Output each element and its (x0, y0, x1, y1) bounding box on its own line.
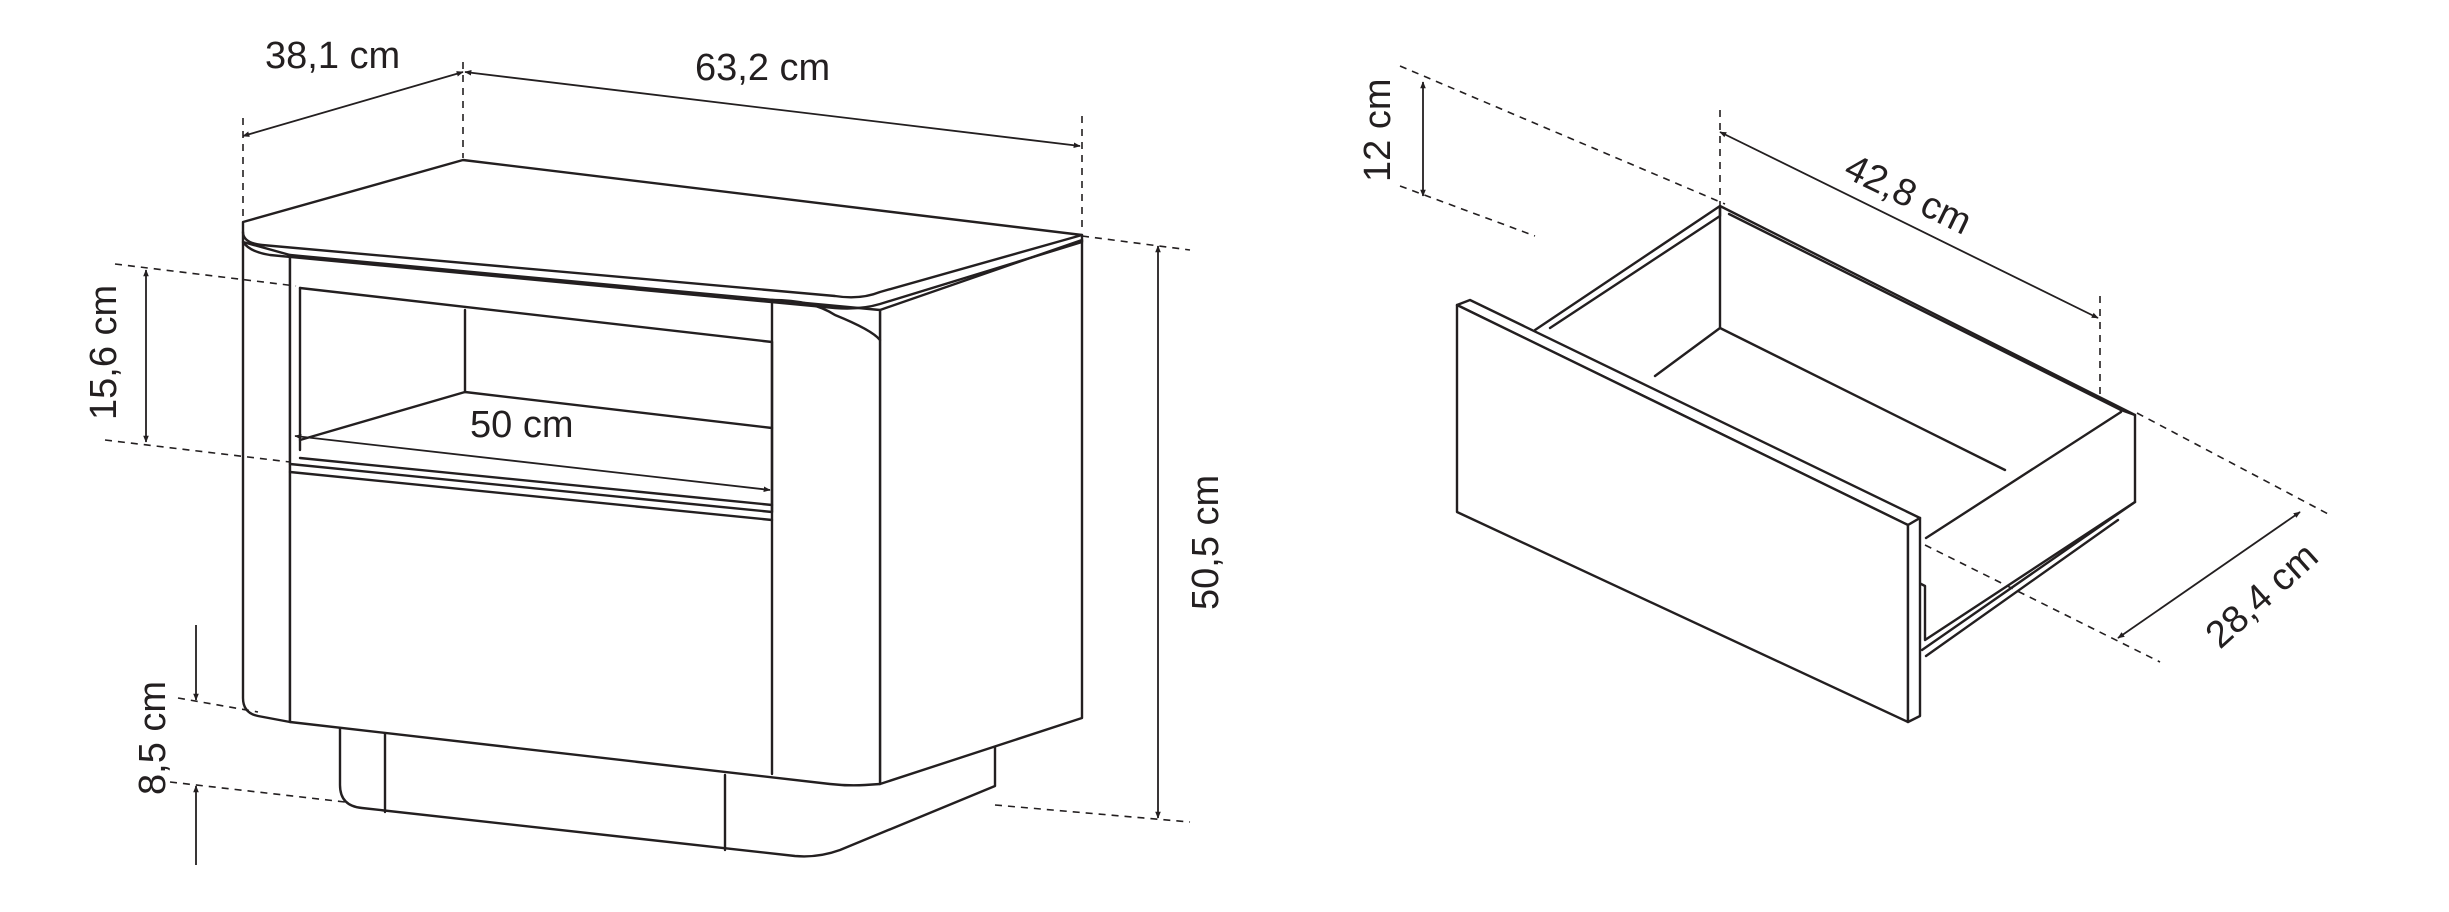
width-label: 63,2 cm (695, 47, 830, 89)
depth-label: 38,1 cm (265, 35, 400, 77)
dimension-depth: 38,1 cm (242, 35, 464, 220)
dimension-total-height: 50,5 cm (994, 235, 1227, 823)
dimension-plinth-height: 8,5 cm (132, 625, 346, 865)
drawer-front-panel (1455, 298, 1922, 724)
nightstand-drawing: 38,1 cm 63,2 cm 15,6 cm 50 cm 50,5 cm (83, 35, 1227, 865)
dimension-niche-height: 15,6 cm (83, 263, 297, 463)
drawer-width-label: 28,4 cm (2198, 535, 2327, 657)
drawer-height-label: 12 cm (1357, 79, 1399, 182)
dimension-niche-width: 50 cm (294, 404, 771, 493)
plinth-height-label: 8,5 cm (132, 681, 174, 795)
cabinet-body (241, 238, 1084, 787)
drawer-drawing: 12 cm 42,8 cm 28,4 cm (1357, 65, 2331, 724)
dimension-drawer-height: 12 cm (1357, 65, 1726, 237)
niche-width-label: 50 cm (470, 404, 573, 446)
total-height-label: 50,5 cm (1185, 475, 1227, 610)
niche-height-label: 15,6 cm (83, 285, 125, 420)
cabinet-top (241, 158, 1084, 310)
drawer-length-label: 42,8 cm (1838, 146, 1978, 243)
dimension-width: 63,2 cm (464, 47, 1083, 232)
